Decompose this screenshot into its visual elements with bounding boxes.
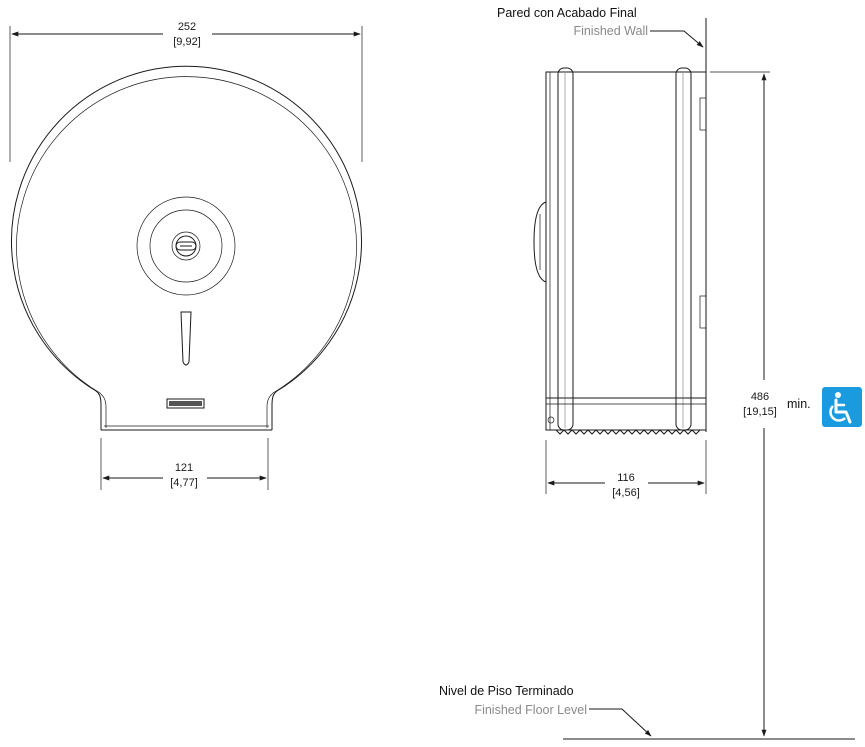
window-slot-icon [180, 311, 192, 366]
wall-label-en: Finished Wall [573, 24, 648, 38]
depth-in-label: [4,56] [612, 487, 640, 499]
floor-callout: Nivel de Piso Terminado Finished Floor L… [439, 684, 855, 740]
floor-label-es: Nivel de Piso Terminado [439, 684, 574, 698]
opening-in-label: [4,77] [170, 477, 198, 489]
floor-label-en: Finished Floor Level [474, 703, 587, 717]
opening-mm-label: 121 [175, 462, 193, 474]
brand-logo-plate [166, 398, 205, 409]
depth-dimension: 116 [4,56] [545, 440, 707, 499]
opening-dimension: 121 [4,77] [100, 438, 269, 490]
min-label: min. [787, 397, 811, 411]
dispenser-front-inner-outline [16, 76, 357, 428]
accessibility-icon [822, 387, 862, 427]
serrated-tear-edge [555, 429, 701, 435]
side-rim-left [557, 67, 574, 431]
side-view: Pared con Acabado Final Finished Wall [497, 6, 707, 499]
dispenser-side-body [545, 71, 707, 431]
side-rim-right [675, 67, 692, 431]
front-view: 252 [9,92] [9, 21, 363, 490]
lock-icon [136, 196, 236, 296]
dispenser-front-outline [11, 65, 362, 430]
side-lock-bump [533, 201, 547, 283]
width-mm-label: 252 [178, 21, 196, 33]
wall-callout: Pared con Acabado Final Finished Wall [497, 6, 704, 48]
depth-mm-label: 116 [617, 472, 635, 484]
height-in-label: [19,15] [743, 406, 777, 418]
hinge-pin-icon [547, 416, 555, 424]
height-mm-label: 486 [751, 391, 769, 403]
width-dimension: 252 [9,92] [9, 21, 363, 162]
width-in-label: [9,92] [173, 36, 201, 48]
wall-label-es: Pared con Acabado Final [497, 6, 637, 20]
mounting-height-dimension: 486 [19,15] min. [710, 71, 811, 737]
